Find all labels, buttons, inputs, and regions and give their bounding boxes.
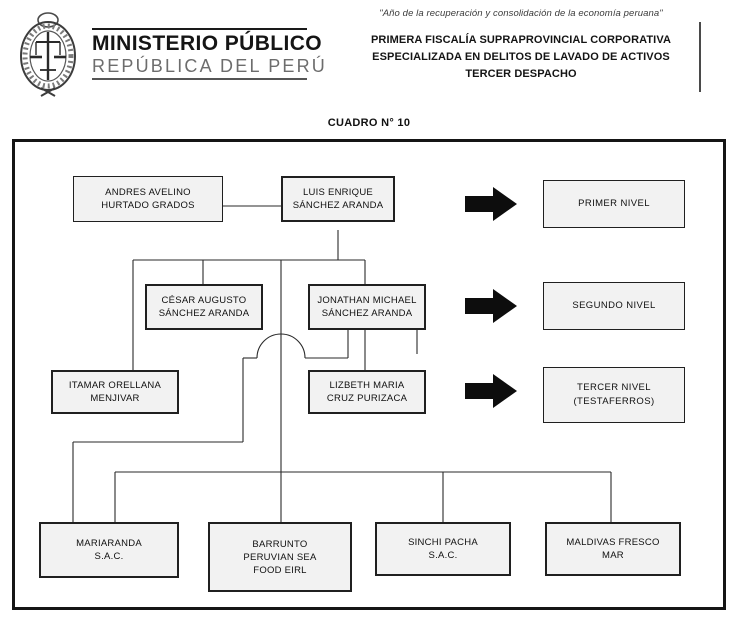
node-sinchi-pacha-sac[interactable]: SINCHI PACHA S.A.C. [375, 522, 511, 576]
node-label: MARIARANDA S.A.C. [76, 538, 142, 562]
node-andres-avelino-hurtado-grados[interactable]: ANDRES AVELINO HURTADO GRADOS [73, 176, 223, 222]
node-label: ITAMAR ORELLANA MENJIVAR [68, 380, 162, 404]
ministerio-publico-seal-icon [14, 6, 82, 98]
node-itamar-orellana-menjivar[interactable]: ITAMAR ORELLANA MENJIVAR [51, 370, 179, 414]
node-label: CÉSAR AUGUSTO SÁNCHEZ ARANDA [158, 295, 250, 319]
institution-line-2: REPÚBLICA DEL PERÚ [92, 56, 327, 76]
legend-label: PRIMER NIVEL [578, 198, 650, 209]
node-label: MALDIVAS FRESCO MAR [566, 537, 660, 561]
diagram-canvas: ANDRES AVELINO HURTADO GRADOS LUIS ENRIQ… [15, 142, 723, 607]
institution-line-1: MINISTERIO PÚBLICO [92, 32, 323, 55]
office-line-2: ESPECIALIZADA EN DELITOS DE LAVADO DE AC… [372, 51, 670, 63]
node-label: SINCHI PACHA S.A.C. [408, 537, 478, 561]
right-arrow-icon-segundo-nivel [465, 289, 517, 323]
page-header: MINISTERIO PÚBLICO REPÚBLICA DEL PERÚ "A… [0, 0, 738, 112]
page-title: CUADRO N° 10 [327, 117, 411, 129]
legend-tercer-nivel[interactable]: TERCER NIVEL (TESTAFERROS) [543, 367, 685, 423]
legend-primer-nivel[interactable]: PRIMER NIVEL [543, 180, 685, 228]
node-cesar-augusto-sanchez-aranda[interactable]: CÉSAR AUGUSTO SÁNCHEZ ARANDA [145, 284, 263, 330]
node-label: ANDRES AVELINO HURTADO GRADOS [101, 187, 195, 211]
right-arrow-icon-tercer-nivel [465, 374, 517, 408]
node-mariaranda-sac[interactable]: MARIARANDA S.A.C. [39, 522, 179, 578]
node-label: BARRUNTO PERUVIAN SEA FOOD EIRL [243, 538, 317, 576]
year-motto: "Año de la recuperación y consolidación … [379, 8, 663, 19]
connector-lines [72, 205, 612, 534]
node-label: LIZBETH MARIA CRUZ PURIZACA [326, 380, 408, 404]
office-header-block: "Año de la recuperación y consolidación … [330, 8, 712, 83]
office-line-1: PRIMERA FISCALÍA SUPRAPROVINCIAL CORPORA… [371, 34, 671, 46]
right-arrow-icon-primer-nivel [465, 187, 517, 221]
node-label: JONATHAN MICHAEL SÁNCHEZ ARANDA [317, 295, 417, 319]
node-lizbeth-maria-cruz-purizaca[interactable]: LIZBETH MARIA CRUZ PURIZACA [308, 370, 426, 414]
header-vertical-rule [699, 22, 701, 92]
rule-below-institution [92, 78, 307, 80]
rule-above-institution [92, 28, 307, 30]
legend-label: SEGUNDO NIVEL [572, 300, 656, 311]
node-label: LUIS ENRIQUE SÁNCHEZ ARANDA [292, 187, 384, 211]
legend-label: TERCER NIVEL (TESTAFERROS) [573, 382, 655, 407]
institution-name-block: MINISTERIO PÚBLICO REPÚBLICA DEL PERÚ [92, 28, 327, 80]
node-luis-enrique-sanchez-aranda[interactable]: LUIS ENRIQUE SÁNCHEZ ARANDA [281, 176, 395, 222]
diagram-frame: ANDRES AVELINO HURTADO GRADOS LUIS ENRIQ… [12, 139, 726, 610]
node-barrunto-peruvian-sea-food-eirl[interactable]: BARRUNTO PERUVIAN SEA FOOD EIRL [208, 522, 352, 592]
legend-segundo-nivel[interactable]: SEGUNDO NIVEL [543, 282, 685, 330]
node-maldivas-fresco-mar[interactable]: MALDIVAS FRESCO MAR [545, 522, 681, 576]
node-jonathan-michael-sanchez-aranda[interactable]: JONATHAN MICHAEL SÁNCHEZ ARANDA [308, 284, 426, 330]
office-line-3: TERCER DESPACHO [465, 68, 577, 80]
